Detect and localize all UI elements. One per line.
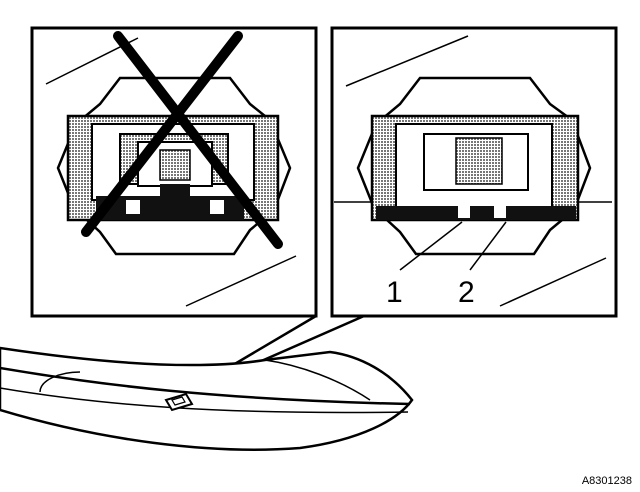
sensor-window-icon: [164, 392, 194, 412]
callout-label-2: 2: [458, 276, 475, 309]
cross-out-mark: [81, 31, 283, 249]
callout-label-1: 1: [386, 276, 403, 309]
figure-reference-code: A8301238: [582, 475, 632, 487]
part-housing: [0, 346, 414, 451]
panel-incorrect: [30, 26, 318, 318]
panel-correct: 1 2: [330, 26, 618, 318]
